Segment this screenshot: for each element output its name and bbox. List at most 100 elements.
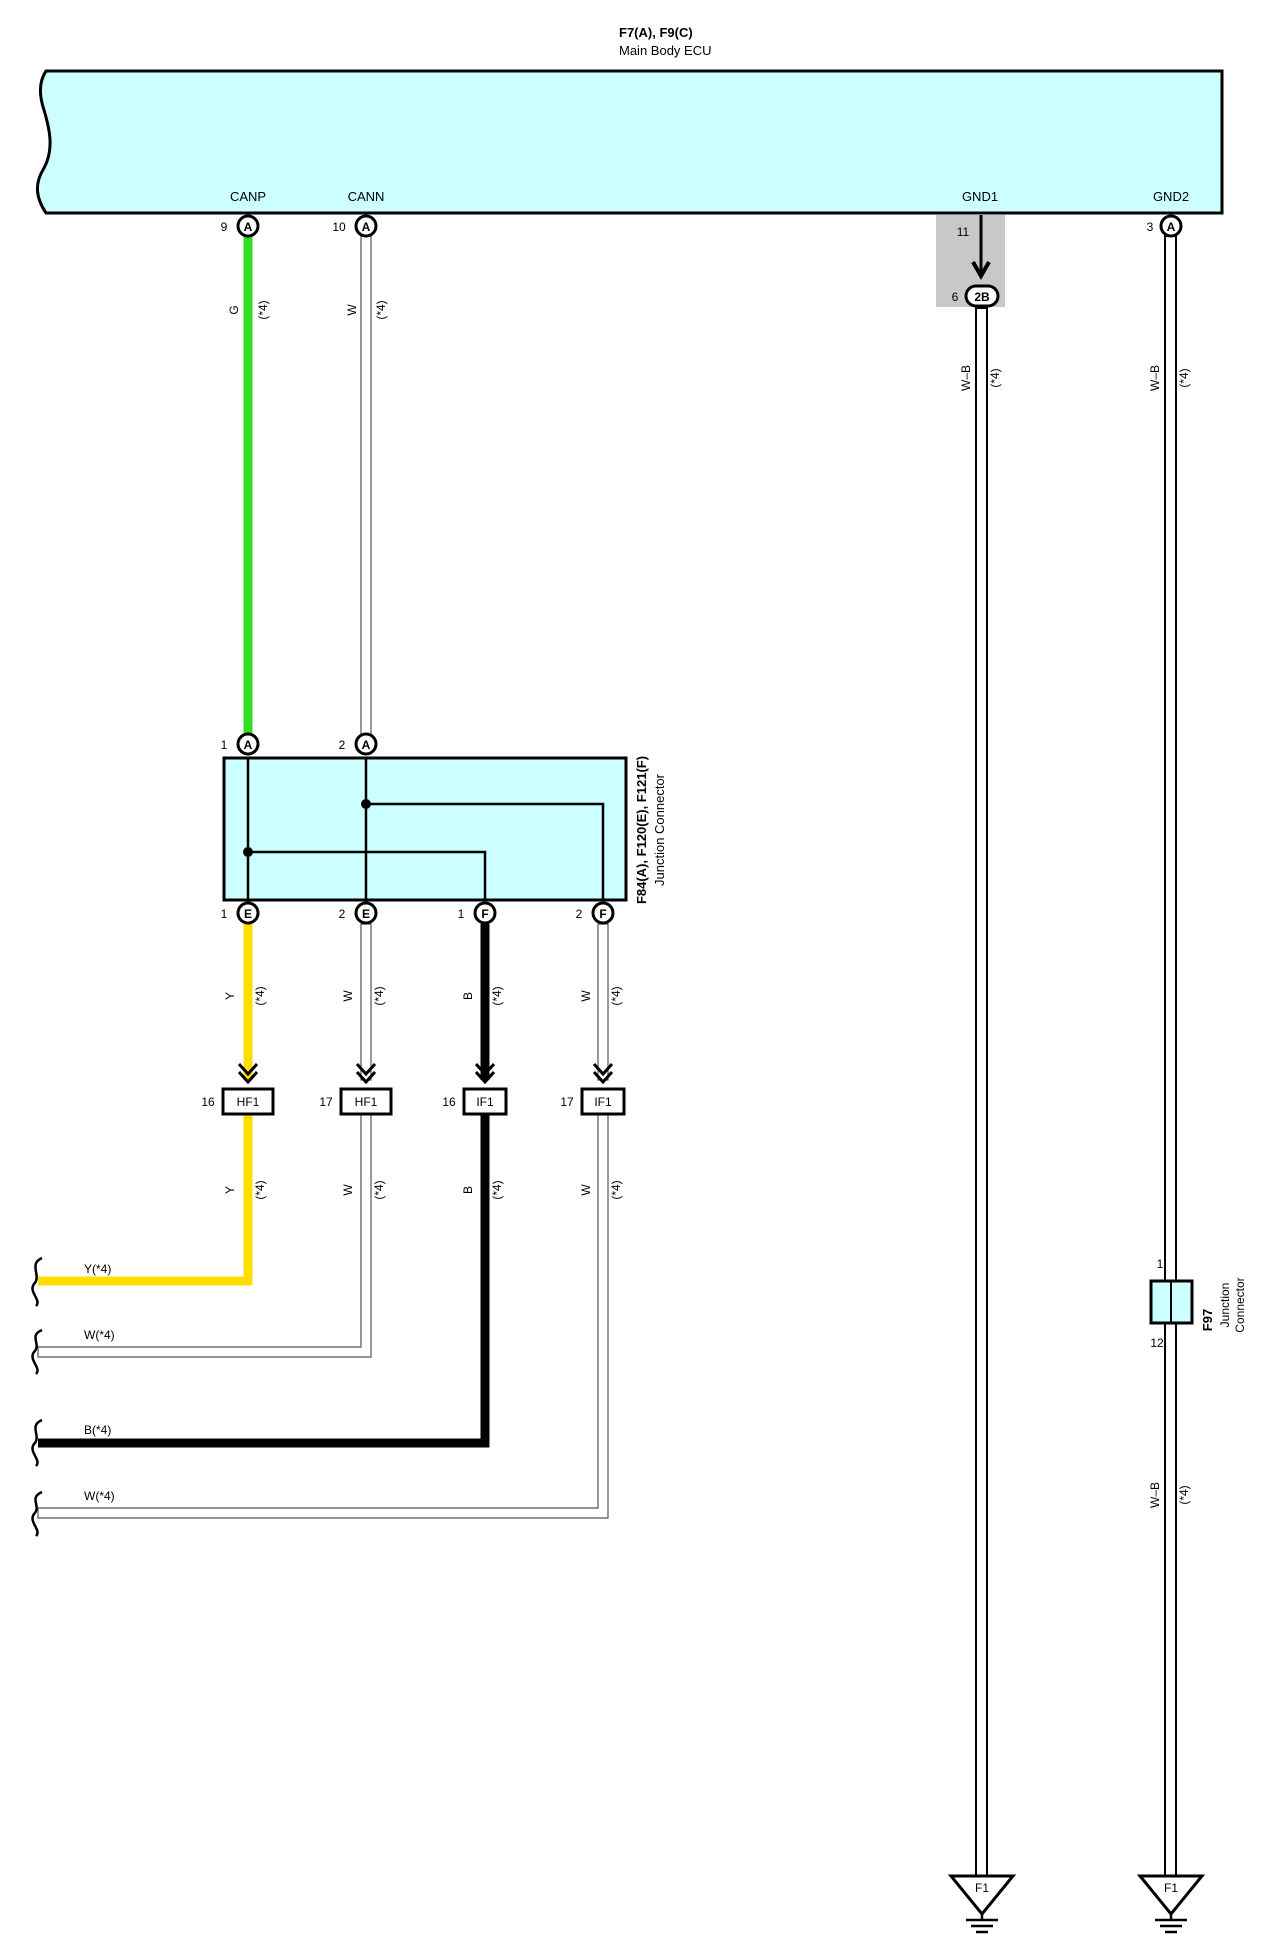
pin-canp-conn: A	[244, 220, 253, 234]
break-symbol-1	[31, 1256, 43, 1307]
wire-out1-lower	[38, 1115, 253, 1286]
junction-bottom-pin-1e	[236, 901, 260, 925]
inline-connector-hf1-16-num: 16	[201, 1095, 215, 1109]
inline-connectors: HF1 16 HF1 17 IF1 16 IF1 17	[201, 1062, 626, 1116]
ground-2: F1	[1136, 1874, 1206, 1934]
junction-top-pin-2-num: 2	[339, 738, 346, 752]
junction-top-pin-2-conn: A	[362, 738, 371, 752]
wire-out4-color-upper: W	[579, 990, 593, 1002]
chevron-down-icon	[237, 1062, 259, 1085]
junction-bottom-pin-1e-conn: E	[244, 907, 252, 921]
ecu-box	[36, 69, 1224, 215]
inline-connector-hf1-17-name: HF1	[355, 1095, 378, 1109]
wire-out2-upper	[360, 923, 372, 1081]
wire-gnd1	[975, 307, 988, 1877]
wire-out2-color-lower: W	[341, 1184, 355, 1196]
junction-bottom-pin-1f-num: 1	[458, 907, 465, 921]
f97-code: F97	[1200, 1309, 1215, 1331]
pin-label-gnd2: GND2	[1153, 189, 1189, 204]
chevron-down-icon	[355, 1062, 377, 1085]
pin-label-gnd1: GND1	[962, 189, 998, 204]
ecu-code: F7(A), F9(C)	[619, 25, 693, 40]
pin-cann	[354, 214, 378, 238]
junction-splice-dot-a	[243, 847, 253, 857]
break-symbol-3	[31, 1418, 43, 1467]
wire-out3-note-upper: (*4)	[490, 986, 504, 1005]
wire-out4-note-lower: (*4)	[609, 1180, 623, 1199]
junction-splice-dot-b	[361, 799, 371, 809]
f97-pin-top: 1	[1157, 1257, 1164, 1271]
ground-triangle-icon	[947, 1874, 1017, 1917]
wire-gnd2-note: (*4)	[1177, 368, 1191, 387]
junction-bottom-pin-1e-num: 1	[221, 907, 228, 921]
wires	[37, 235, 1177, 1877]
wire-gnd2-lower-color: W–B	[1148, 1482, 1162, 1508]
inline-connector-hf1-17-num: 17	[319, 1095, 333, 1109]
wire-out3-lower	[38, 1115, 490, 1448]
junction-bottom-pin-2e-num: 2	[339, 907, 346, 921]
wire-out1-color-upper: Y	[223, 992, 237, 1000]
ground-icon	[966, 1914, 998, 1934]
break-label-1: Y(*4)	[84, 1262, 111, 1276]
gnd1-splice-connector	[964, 284, 1000, 308]
wire-out4-note-upper: (*4)	[609, 986, 623, 1005]
pin-canp	[236, 214, 260, 238]
wire-out2-color-upper: W	[341, 990, 355, 1002]
ground-1-label: F1	[975, 1881, 989, 1895]
ecu-pins: A 9 A 10 A 3	[221, 214, 1183, 238]
ground-icon	[1155, 1914, 1187, 1934]
wire-cann-note: (*4)	[374, 300, 388, 319]
f97-junction-connector: 1 12 F97 Junction Connector	[1149, 1257, 1247, 1350]
junction-box	[222, 756, 628, 902]
inline-connector-if1-16	[462, 1087, 508, 1116]
pin-cann-conn: A	[362, 220, 371, 234]
junction-top-pin-2	[354, 732, 378, 756]
ecu-name: Main Body ECU	[619, 43, 711, 58]
gnd1-arrow-icon	[971, 261, 991, 281]
wire-out4-color-lower: W	[579, 1184, 593, 1196]
wire-gnd2-lower-note: (*4)	[1177, 1485, 1191, 1504]
inline-connector-if1-17-num: 17	[560, 1095, 574, 1109]
ground-1: F1	[947, 1874, 1017, 1934]
inline-connector-if1-17	[580, 1087, 626, 1116]
wire-out3-note-lower: (*4)	[490, 1180, 504, 1199]
wire-gnd2-color: W–B	[1148, 365, 1162, 391]
inline-connector-hf1-16	[221, 1087, 275, 1116]
junction-bottom-pin-2f-num: 2	[576, 907, 583, 921]
wire-out1-color-lower: Y	[223, 1186, 237, 1194]
wire-out3-color-lower: B	[461, 1186, 475, 1194]
inline-connector-if1-16-name: IF1	[476, 1095, 494, 1109]
wire-gnd1-note: (*4)	[988, 368, 1002, 387]
pin-cann-num: 10	[332, 220, 346, 234]
f97-name-line2: Connector	[1233, 1277, 1247, 1332]
junction-code: F84(A), F120(E), F121(F)	[634, 756, 649, 904]
pin-gnd2-conn: A	[1167, 220, 1176, 234]
junction-bottom-pin-2e	[354, 901, 378, 925]
inline-chevrons	[237, 1062, 614, 1085]
break-symbol-2	[31, 1328, 43, 1375]
gnd1-splice-num: 6	[952, 290, 959, 304]
pin-label-canp: CANP	[230, 189, 266, 204]
pin-gnd2	[1159, 214, 1183, 238]
junction-top-pin-1-conn: A	[244, 738, 253, 752]
junction-top-pin-1-num: 1	[221, 738, 228, 752]
wire-out4-lower	[37, 1115, 609, 1519]
break-label-2: W(*4)	[84, 1328, 115, 1342]
chevron-down-icon	[474, 1062, 496, 1085]
wire-out1-note-lower: (*4)	[253, 1180, 267, 1199]
inline-connector-hf1-16-name: HF1	[237, 1095, 260, 1109]
junction-bottom-pin-2f	[591, 901, 615, 925]
junction-bottom-pin-2e-conn: E	[362, 907, 370, 921]
junction-top-pin-1	[236, 732, 260, 756]
junction-bottom-pin-1f-conn: F	[481, 907, 488, 921]
break-label-4: W(*4)	[84, 1489, 115, 1503]
junction-internal-wiring	[246, 758, 605, 900]
wire-labels: G (*4) W (*4) W–B (*4) W–B (*4) W–B (*4)…	[223, 300, 1191, 1508]
wire-cann-color: W	[345, 304, 359, 316]
wire-out4-upper	[597, 923, 609, 1081]
ground-2-label: F1	[1164, 1881, 1178, 1895]
gnd1-pin-number: 11	[957, 225, 970, 239]
wire-breaks	[31, 1256, 43, 1537]
break-label-3: B(*4)	[84, 1423, 111, 1437]
